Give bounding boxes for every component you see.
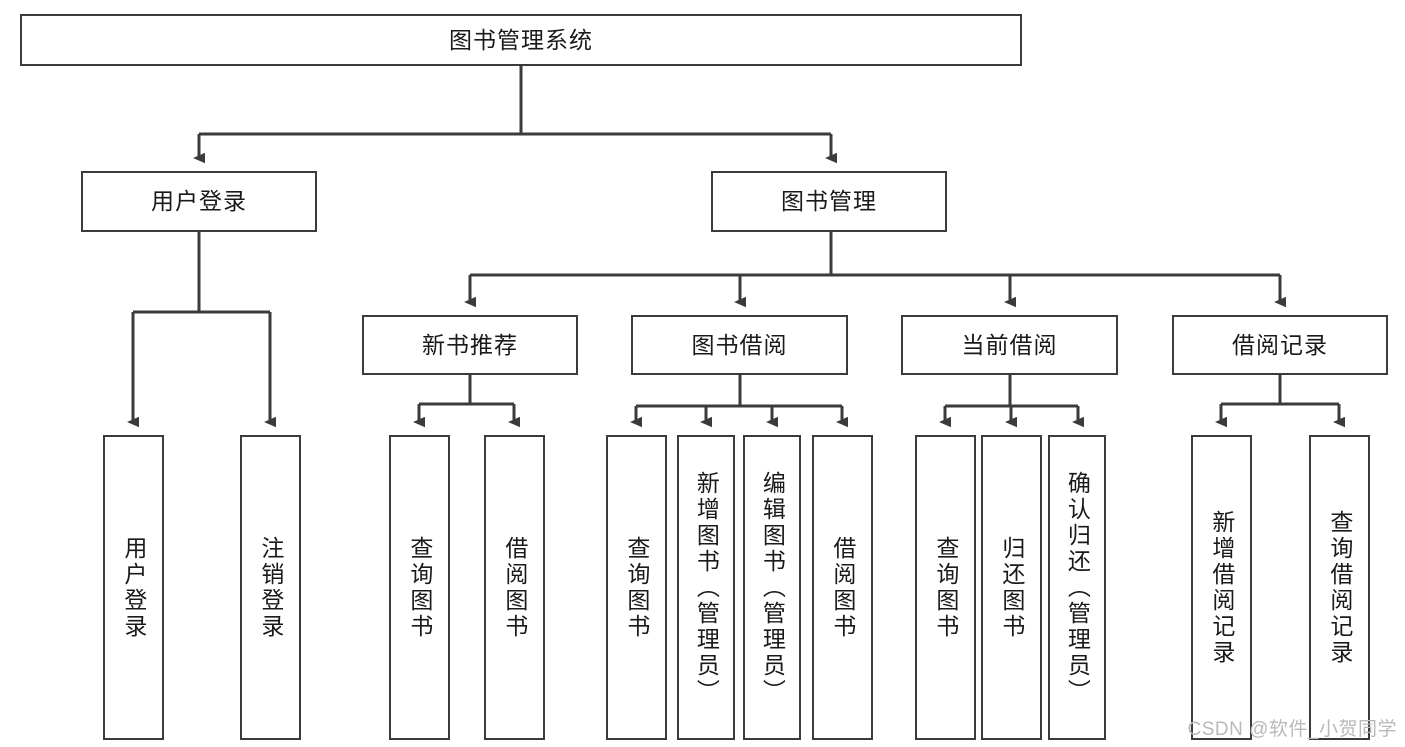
node-root-system[interactable]: 图书管理系统 — [20, 14, 1022, 66]
node-label: 新增借阅记录 — [1208, 509, 1235, 666]
leaf-logout[interactable]: 注销登录 — [240, 435, 301, 740]
leaf-current-query-book[interactable]: 查询图书 — [915, 435, 976, 740]
node-book-borrow[interactable]: 图书借阅 — [631, 315, 848, 375]
leaf-borrow-borrow-book[interactable]: 借阅图书 — [812, 435, 873, 740]
node-label: 确认归还（管理员） — [1064, 470, 1091, 705]
node-label: 归还图书 — [998, 535, 1025, 640]
leaf-current-confirm-return-admin[interactable]: 确认归还（管理员） — [1048, 435, 1106, 740]
node-label: 用户登录 — [120, 535, 147, 640]
node-book-management[interactable]: 图书管理 — [711, 171, 947, 232]
node-user-login[interactable]: 用户登录 — [81, 171, 317, 232]
leaf-newbook-borrow-book[interactable]: 借阅图书 — [484, 435, 545, 740]
node-label: 编辑图书（管理员） — [759, 470, 786, 705]
node-new-book-recommend[interactable]: 新书推荐 — [362, 315, 578, 375]
watermark-text: CSDN @软件_小贺同学 — [1187, 719, 1397, 740]
leaf-borrow-edit-book-admin[interactable]: 编辑图书（管理员） — [743, 435, 801, 740]
leaf-record-query-record[interactable]: 查询借阅记录 — [1309, 435, 1370, 740]
node-label: 查询图书 — [406, 535, 433, 640]
node-label: 借阅图书 — [501, 535, 528, 640]
leaf-record-add-record[interactable]: 新增借阅记录 — [1191, 435, 1252, 740]
node-label: 注销登录 — [257, 535, 284, 640]
leaf-borrow-query-book[interactable]: 查询图书 — [606, 435, 667, 740]
node-label: 新书推荐 — [422, 331, 518, 358]
node-borrow-record[interactable]: 借阅记录 — [1172, 315, 1388, 375]
node-label: 图书借阅 — [691, 331, 788, 358]
node-label: 用户登录 — [151, 188, 247, 214]
node-label: 查询图书 — [932, 535, 959, 640]
node-label: 借阅记录 — [1232, 331, 1328, 358]
node-label: 新增图书（管理员） — [693, 470, 720, 705]
node-current-borrow[interactable]: 当前借阅 — [901, 315, 1118, 375]
node-label: 查询借阅记录 — [1326, 509, 1353, 666]
node-label: 查询图书 — [623, 535, 650, 640]
node-label: 图书管理系统 — [449, 26, 593, 53]
node-label: 当前借阅 — [961, 331, 1058, 358]
leaf-newbook-query-book[interactable]: 查询图书 — [389, 435, 450, 740]
leaf-user-login[interactable]: 用户登录 — [103, 435, 164, 740]
node-label: 图书管理 — [781, 188, 877, 214]
leaf-borrow-add-book-admin[interactable]: 新增图书（管理员） — [677, 435, 735, 740]
node-label: 借阅图书 — [829, 535, 856, 640]
leaf-current-return-book[interactable]: 归还图书 — [981, 435, 1042, 740]
